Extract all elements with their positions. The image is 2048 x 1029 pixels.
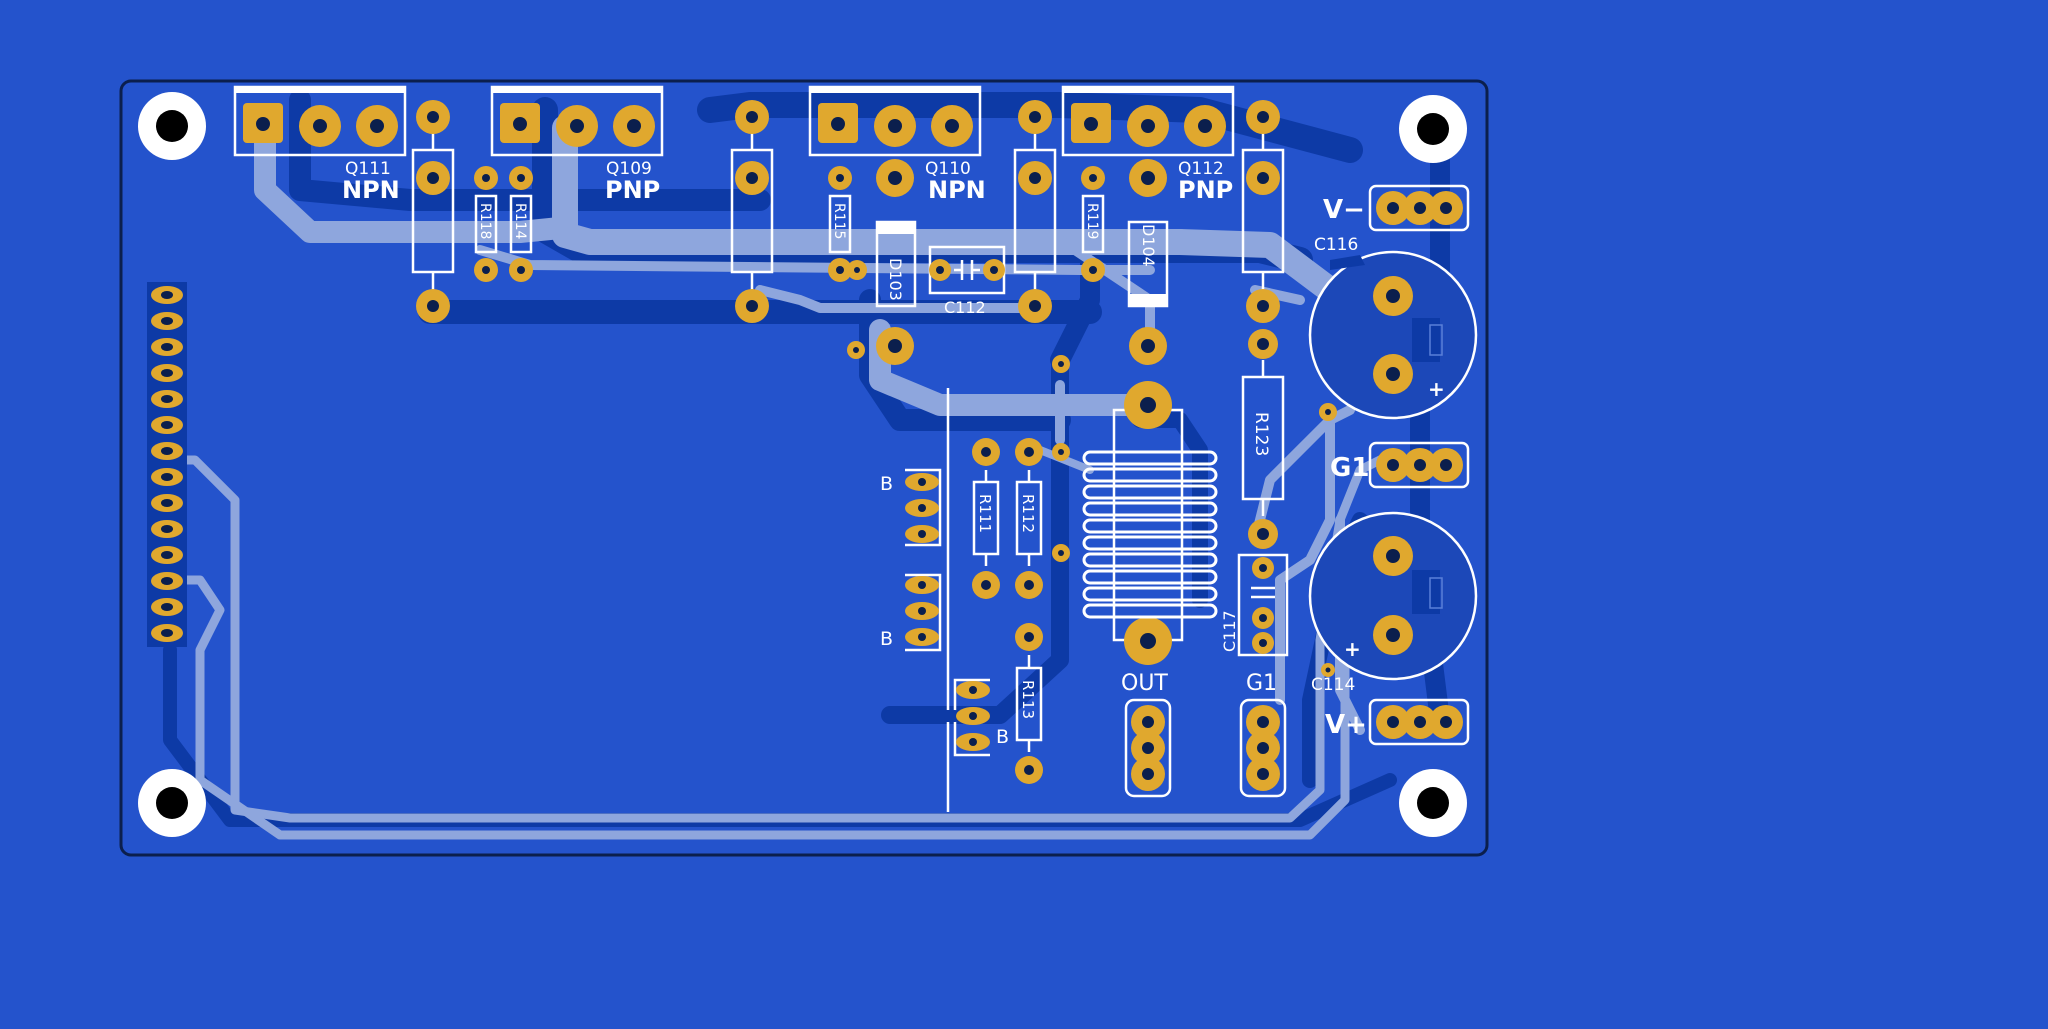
left-header-connector xyxy=(147,282,187,647)
label-r111: R111 xyxy=(976,494,994,533)
label-g1-bottom: G1 xyxy=(1246,671,1277,696)
transistor-q109: Q109 PNP xyxy=(490,85,664,204)
coil-turn xyxy=(1082,552,1218,568)
label-r112: R112 xyxy=(1019,494,1037,533)
header-pin-hole xyxy=(161,369,173,377)
header-pin-hole xyxy=(161,577,173,585)
label-q110-type: NPN xyxy=(928,176,986,204)
header-pin-hole xyxy=(161,603,173,611)
header-pin-hole xyxy=(161,525,173,533)
label-q109-type: PNP xyxy=(605,176,660,204)
capacitor-c116: + C116 xyxy=(1308,235,1478,420)
coil-turn xyxy=(1082,501,1218,517)
jumper-b-1: B xyxy=(880,468,942,547)
connector-g1-right: G1 xyxy=(1330,441,1470,489)
diode-d103: D103 xyxy=(875,159,917,365)
label-vplus: V+ xyxy=(1325,710,1367,740)
label-r114: R114 xyxy=(512,203,528,240)
resistor-r119: R119 xyxy=(1081,166,1105,282)
transistor-q111: Q111 NPN xyxy=(233,85,407,204)
label-c117: C117 xyxy=(1220,610,1239,652)
label-plus-c116: + xyxy=(1428,377,1445,401)
label-g1-right: G1 xyxy=(1330,453,1369,483)
connector-out: OUT xyxy=(1121,671,1172,798)
header-pin-hole xyxy=(161,499,173,507)
jumper-b-2: B xyxy=(880,573,942,652)
label-b-1: B xyxy=(880,473,893,495)
label-b-3: B xyxy=(996,726,1009,748)
label-q112: Q112 xyxy=(1178,159,1224,179)
coil-turn xyxy=(1082,467,1218,483)
label-c116: C116 xyxy=(1314,235,1358,255)
resistor-r113: R113 xyxy=(1015,623,1043,784)
resistor-r111: R111 xyxy=(972,438,1000,599)
label-plus-c114: + xyxy=(1344,637,1361,661)
connector-vminus: V− xyxy=(1323,184,1470,232)
resistor-r112: R112 xyxy=(1015,438,1043,599)
coil-turn xyxy=(1082,569,1218,585)
light-traces xyxy=(160,115,1393,840)
header-pin-hole xyxy=(161,343,173,351)
coil-turn xyxy=(1082,603,1218,619)
coil-turn xyxy=(1082,586,1218,602)
label-q109: Q109 xyxy=(606,159,652,179)
coil-turn xyxy=(1082,484,1218,500)
label-r113: R113 xyxy=(1019,680,1037,719)
header-pin-hole xyxy=(161,291,173,299)
transistor-q112: Q112 PNP xyxy=(1061,85,1235,204)
capacitor-c117: C117 xyxy=(1220,553,1289,657)
header-pin-hole xyxy=(161,447,173,455)
transistor-q110: Q110 NPN xyxy=(808,85,986,204)
label-r118: R118 xyxy=(477,203,493,239)
header-pin-hole xyxy=(161,551,173,559)
capacitor-c114: + C114 xyxy=(1308,511,1478,695)
output-inductor xyxy=(1082,381,1218,665)
coil-turn xyxy=(1082,450,1218,466)
resistor-r123: R123 xyxy=(1241,329,1285,549)
resistor-unlabeled-4 xyxy=(1241,100,1285,323)
resistor-unlabeled-2 xyxy=(730,100,774,323)
label-q110: Q110 xyxy=(925,159,971,179)
label-r115: R115 xyxy=(831,203,847,239)
diode-d104: D104 xyxy=(1127,159,1169,365)
label-r123: R123 xyxy=(1251,412,1271,456)
label-c112: C112 xyxy=(944,298,986,317)
connector-vplus: V+ xyxy=(1325,698,1470,746)
resistor-r114: R114 xyxy=(509,166,533,282)
header-pin-hole xyxy=(161,629,173,637)
label-d103: D103 xyxy=(886,258,905,301)
label-out: OUT xyxy=(1121,671,1168,696)
header-pin-hole xyxy=(161,421,173,429)
connector-g1-bottom: G1 xyxy=(1239,671,1287,798)
vias xyxy=(847,260,1337,677)
label-b-2: B xyxy=(880,628,893,650)
header-pin-hole xyxy=(161,395,173,403)
resistor-r115: R115 xyxy=(828,166,852,282)
label-q111-type: NPN xyxy=(342,176,400,204)
coil-turn xyxy=(1082,535,1218,551)
label-d104: D104 xyxy=(1139,224,1158,267)
label-c114: C114 xyxy=(1311,675,1355,695)
capacitor-c112: C112 xyxy=(928,245,1006,317)
resistor-r118: R118 xyxy=(474,166,498,282)
label-q111: Q111 xyxy=(345,159,391,179)
label-vminus: V− xyxy=(1323,195,1365,225)
header-pin-hole xyxy=(161,473,173,481)
coil-turn xyxy=(1082,518,1218,534)
label-q112-type: PNP xyxy=(1178,176,1233,204)
resistor-unlabeled-1 xyxy=(411,100,455,323)
header-pin-hole xyxy=(161,317,173,325)
jumper-b-3: B xyxy=(884,678,1009,757)
label-r119: R119 xyxy=(1084,203,1100,239)
resistor-unlabeled-3 xyxy=(1013,100,1057,323)
mounting-holes xyxy=(138,92,1467,837)
